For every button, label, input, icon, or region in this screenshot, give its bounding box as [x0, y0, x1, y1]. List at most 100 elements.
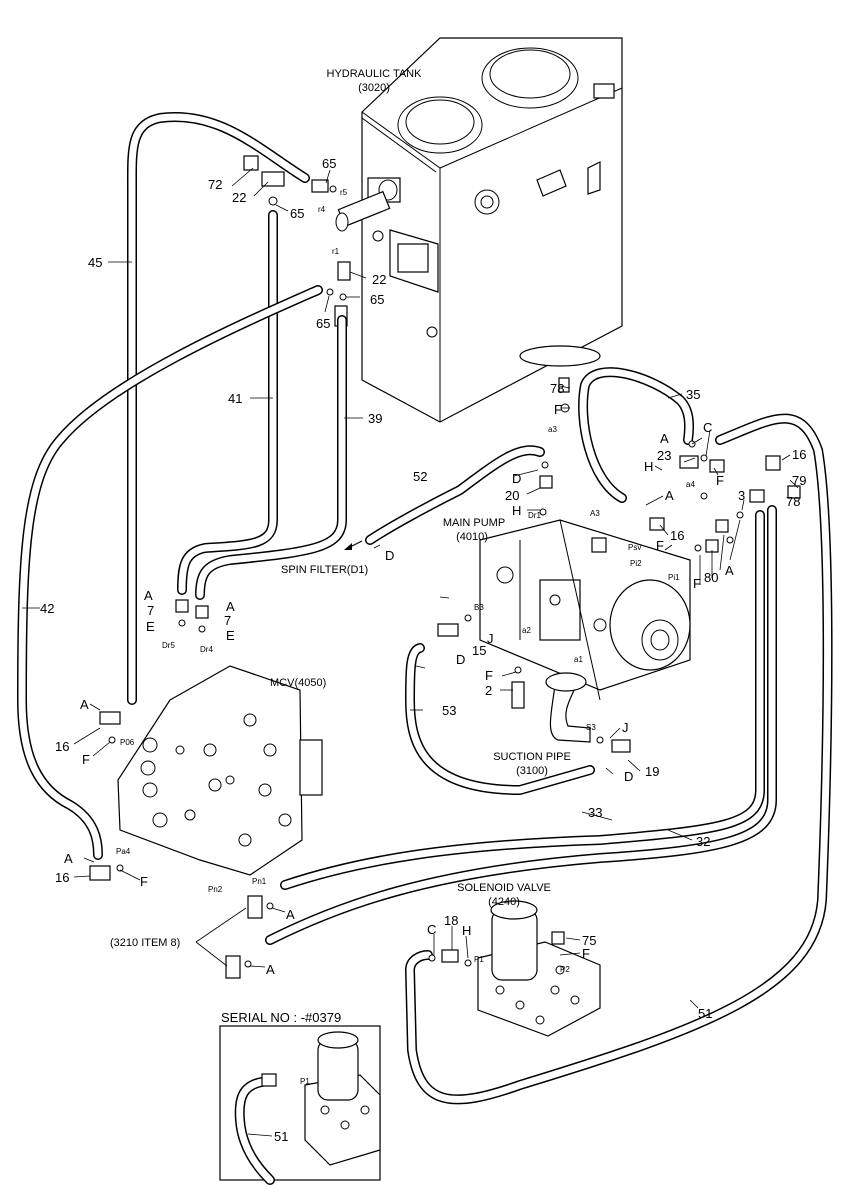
- port-B3: B3: [474, 603, 484, 612]
- callout-16: 16: [792, 447, 806, 462]
- port-Pi1: Pi1: [668, 573, 680, 582]
- port-Psv: Psv: [628, 543, 641, 552]
- callout-80: 80: [704, 570, 718, 585]
- solenoid-valve: [428, 900, 601, 1037]
- callout-E: E: [226, 628, 235, 643]
- spin-filter-arrow: [344, 540, 363, 550]
- callout-A: A: [286, 907, 295, 922]
- serial-inset: [219, 1025, 381, 1185]
- callout-E: E: [146, 619, 155, 634]
- callout-35: 35: [686, 387, 700, 402]
- port-a2: a2: [522, 626, 531, 635]
- callout-H: H: [512, 503, 521, 518]
- hose-51: [405, 413, 833, 1105]
- callout-65: 65: [316, 316, 330, 331]
- port-a4: a4: [686, 480, 695, 489]
- port-r1: r1: [332, 247, 340, 256]
- hose-45: [126, 112, 310, 705]
- callout-A: A: [660, 431, 669, 446]
- leader-lines: [22, 167, 799, 1137]
- callout-A: A: [266, 962, 275, 977]
- pump-fittings: [437, 377, 801, 753]
- callout-D: D: [624, 769, 633, 784]
- port-Pa4: Pa4: [116, 847, 131, 856]
- callout-D: D: [512, 471, 521, 486]
- callout-3: 3: [738, 488, 745, 503]
- port-a1: a1: [574, 655, 583, 664]
- callout-A: A: [725, 563, 734, 578]
- callout-C: C: [703, 420, 712, 435]
- callout-16: 16: [670, 528, 684, 543]
- callout-79: 79: [792, 473, 806, 488]
- callout-72: 72: [208, 177, 222, 192]
- part-callouts: 72 22 65 65 22 65 65 45 41 39 42 78 F 35…: [40, 156, 806, 1144]
- callout-23: 23: [657, 448, 671, 463]
- callout-16: 16: [55, 739, 69, 754]
- hose-52: [365, 445, 545, 545]
- callout-32: 32: [696, 834, 710, 849]
- mcv-ports: [140, 713, 292, 847]
- callout-F: F: [485, 668, 493, 683]
- spin-filter-label: SPIN FILTER(D1): [281, 564, 368, 576]
- callout-33: 33: [588, 805, 602, 820]
- callout-65: 65: [370, 292, 384, 307]
- solenoid-code-label: (4240): [488, 896, 520, 908]
- callout-51: 51: [274, 1129, 288, 1144]
- callout-D: D: [456, 652, 465, 667]
- callout-J: J: [622, 720, 629, 735]
- port-S3: S3: [586, 723, 596, 732]
- callout-75: 75: [582, 933, 596, 948]
- callout-53: 53: [442, 703, 456, 718]
- callout-F: F: [82, 752, 90, 767]
- callout-A: A: [64, 851, 73, 866]
- callout-2: 2: [485, 683, 492, 698]
- callout-51: 51: [698, 1006, 712, 1021]
- callout-78: 78: [786, 494, 800, 509]
- callout-39: 39: [368, 411, 382, 426]
- component-labels: HYDRAULIC TANK (3020) MAIN PUMP (4010) M…: [110, 68, 571, 1025]
- callout-D: D: [385, 548, 394, 563]
- port-Dr5: Dr5: [162, 641, 175, 650]
- callout-A: A: [226, 599, 235, 614]
- main-pump: [479, 519, 691, 701]
- callout-F: F: [656, 538, 664, 553]
- callout-15: 15: [472, 643, 486, 658]
- solenoid-name-label: SOLENOID VALVE: [457, 882, 551, 894]
- callout-65: 65: [322, 156, 336, 171]
- callout-H: H: [644, 459, 653, 474]
- serial-label: SERIAL NO : -#0379: [221, 1010, 341, 1025]
- pump-code-label: (4010): [456, 531, 488, 543]
- callout-45: 45: [88, 255, 102, 270]
- callout-F: F: [140, 874, 148, 889]
- port-r5: r5: [340, 188, 348, 197]
- callout-16: 16: [55, 870, 69, 885]
- port-Pi2: Pi2: [630, 559, 642, 568]
- tank-name-label: HYDRAULIC TANK: [327, 68, 423, 80]
- suction-code-label: (3100): [516, 765, 548, 777]
- callout-F: F: [582, 946, 590, 961]
- callout-J: J: [487, 631, 494, 646]
- callout-18: 18: [444, 913, 458, 928]
- port-A3: A3: [590, 509, 600, 518]
- callout-52: 52: [413, 469, 427, 484]
- callout-20: 20: [505, 488, 519, 503]
- mcv-fittings: [89, 599, 274, 979]
- hose-42: [17, 285, 323, 860]
- hose-32: [265, 505, 777, 945]
- callout-H: H: [462, 923, 471, 938]
- mcv-label: MCV(4050): [270, 677, 326, 689]
- tee-ref-label: (3210 ITEM 8): [110, 937, 180, 949]
- callout-78: 78: [550, 381, 564, 396]
- port-Pn1: Pn1: [252, 877, 267, 886]
- callout-42: 42: [40, 601, 54, 616]
- callout-F: F: [554, 402, 562, 417]
- mcv-valve: [117, 665, 323, 876]
- port-P2: P2: [560, 965, 570, 974]
- port-P06: P06: [120, 738, 135, 747]
- hose-41: [177, 210, 278, 595]
- port-a3: a3: [548, 425, 557, 434]
- suction-pipe: [545, 672, 591, 743]
- callout-7: 7: [147, 603, 154, 618]
- pump-name-label: MAIN PUMP: [443, 517, 505, 529]
- port-Dr4: Dr4: [200, 645, 213, 654]
